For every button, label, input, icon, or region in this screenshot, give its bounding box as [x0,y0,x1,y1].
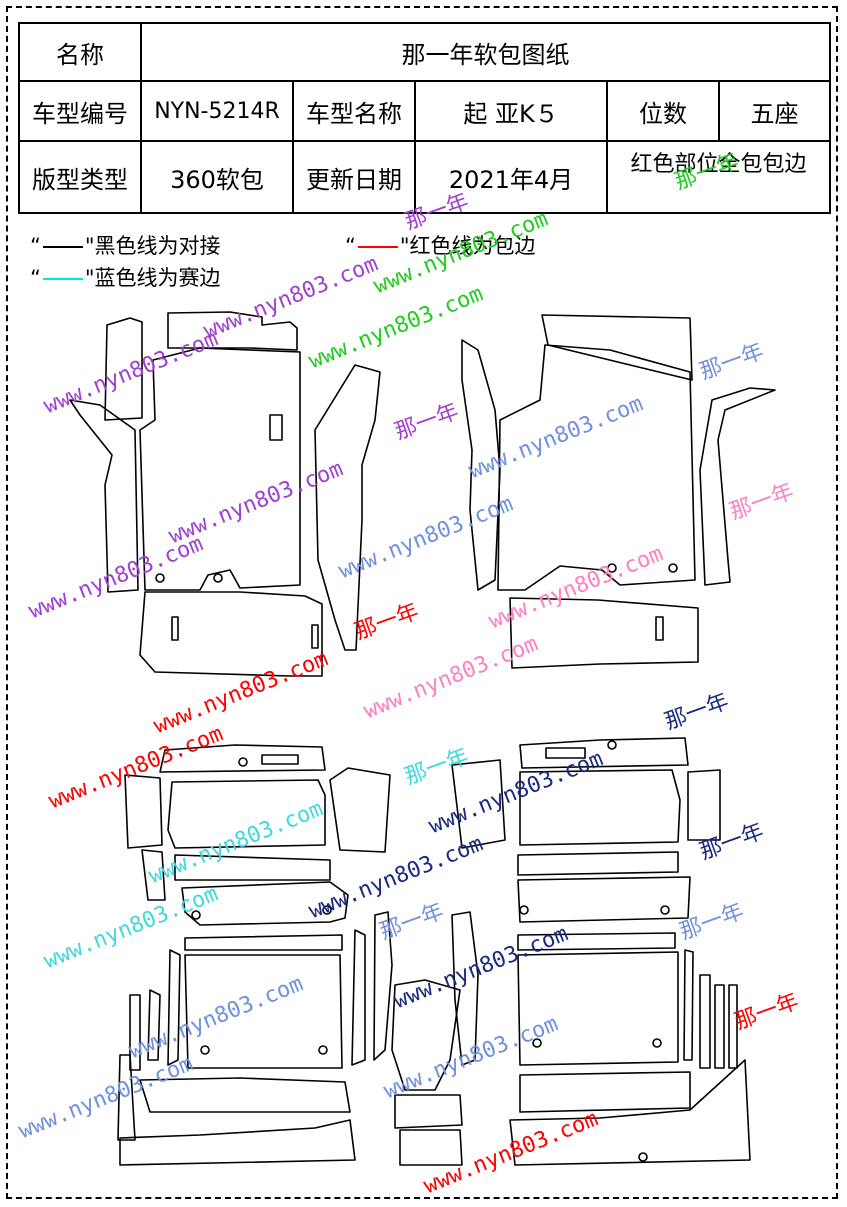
pattern-piece [519,1071,691,1113]
pattern-piece [394,1094,463,1129]
pattern-piece [139,1077,351,1113]
model-code-label: 车型编号 [18,80,142,142]
pattern-piece [399,1129,463,1166]
pattern-piece [699,387,776,586]
pattern-piece [655,616,664,641]
pattern-piece [141,849,166,901]
pattern-hole [660,905,670,915]
pattern-piece [541,314,693,381]
pattern-piece [509,1059,751,1166]
pattern-piece [184,954,343,1069]
pattern-piece [129,994,141,1071]
pattern-piece [517,876,691,923]
pattern-piece [124,774,163,849]
pattern-hole [519,905,529,915]
pattern-piece [373,911,393,1061]
pattern-hole [532,1038,542,1048]
model-name-value: 起 亚K５ [414,80,608,142]
pattern-hole [213,573,223,583]
pattern-piece [159,744,326,773]
pattern-hole [191,910,201,920]
legend-blue: “ "蓝色线为赛边 [30,262,221,292]
pattern-piece [461,339,501,591]
pattern-hole [607,563,617,573]
pattern-piece [269,414,283,441]
legend-open-quote: “ [30,266,41,290]
pattern-piece [329,767,391,853]
pattern-piece [174,854,331,881]
pattern-piece [181,881,349,926]
model-name-label: 车型名称 [292,80,416,142]
legend-open-quote: “ [345,234,356,258]
pattern-piece [314,364,381,651]
type-value: 360软包 [140,140,294,214]
red-line-swatch [357,246,398,248]
black-line-swatch [42,246,83,248]
pattern-piece [117,1054,136,1141]
spec-table: 名称 那一年软包图纸 车型编号 NYN-5214R 车型名称 起 亚K５ 位数 … [18,22,831,214]
name-label: 名称 [18,22,142,82]
pattern-piece [517,932,676,951]
pattern-piece [509,597,699,669]
pattern-piece [687,769,721,841]
pattern-piece [184,934,343,951]
pattern-piece [519,769,681,846]
name-value: 那一年软包图纸 [140,22,831,82]
pattern-piece [728,984,738,1069]
model-code-value: NYN-5214R [140,80,294,142]
pattern-piece [517,951,679,1066]
pattern-hole [652,1038,662,1048]
pattern-hole [318,1045,328,1055]
legend-red-text: "红色线为包边 [399,234,536,258]
update-date-value: 2021年4月 [414,140,608,214]
pattern-piece [311,624,319,649]
pattern-piece [119,1119,356,1166]
pattern-piece [351,929,366,1066]
pattern-piece [497,344,696,591]
legend-red: “ "红色线为包边 [345,230,536,260]
legend-black: “ "黑色线为对接 [30,230,221,260]
pattern-piece [519,737,689,769]
seats-value: 五座 [718,80,831,142]
pattern-piece [261,754,299,765]
pattern-piece [545,747,586,759]
pattern-hole [668,563,678,573]
pattern-piece [139,591,323,677]
pattern-piece [451,759,506,849]
legend-blue-text: "蓝色线为赛边 [84,266,221,290]
pattern-hole [638,1152,648,1162]
red-part-note: 红色部位全包包边 [606,140,831,214]
dashed-page-border [6,6,838,1199]
pattern-piece [391,979,461,1091]
pattern-piece [683,949,694,1061]
pattern-piece [139,347,301,591]
pattern-piece [167,779,326,849]
pattern-piece [171,616,179,641]
pattern-piece [451,911,479,1066]
pattern-piece [517,851,679,876]
legend-black-text: "黑色线为对接 [84,234,221,258]
update-date-label: 更新日期 [292,140,416,214]
blue-line-swatch [42,278,83,280]
pattern-hole [155,573,165,583]
pattern-piece [699,974,711,1069]
pattern-piece [69,399,139,593]
pattern-piece [167,949,181,1066]
pattern-hole [607,740,617,750]
pattern-hole [200,1045,210,1055]
pattern-piece [147,989,161,1061]
pattern-piece [714,984,725,1069]
seats-label: 位数 [606,80,720,142]
pattern-piece [104,317,143,421]
legend-open-quote: “ [30,234,41,258]
type-label: 版型类型 [18,140,142,214]
pattern-hole [238,757,248,767]
pattern-hole [322,905,332,915]
